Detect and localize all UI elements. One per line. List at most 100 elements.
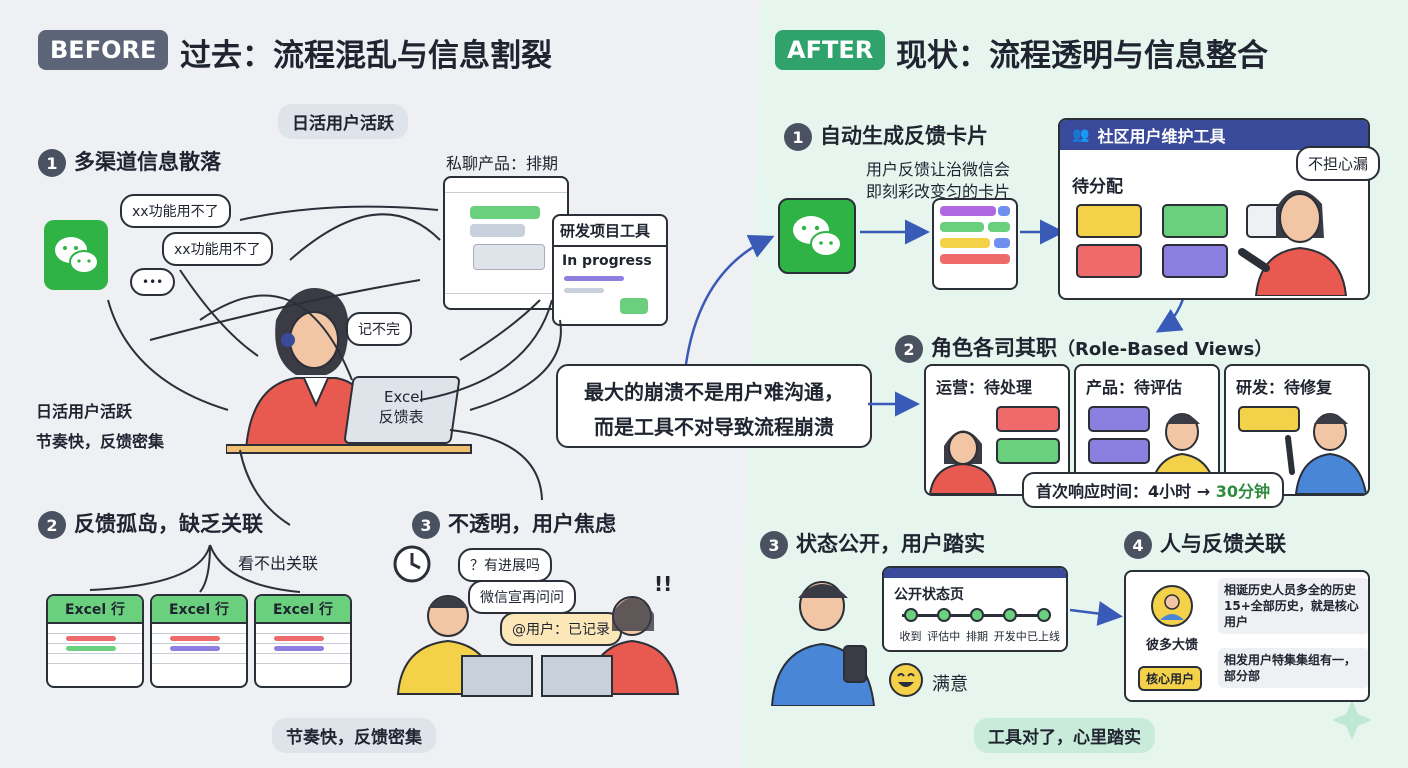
clock-icon [393, 545, 431, 583]
status-step: 排期 [961, 608, 994, 644]
before-section-3: 3 不透明，用户焦虑 [412, 508, 616, 539]
pending-label: 待分配 [1072, 177, 1123, 197]
no-relation-label: 看不出关联 [238, 554, 319, 573]
status-step-label: 已上线 [1027, 630, 1060, 643]
bottom-pill: 节奏快，反馈密集 [272, 718, 436, 753]
status-step: 开发中 [994, 608, 1027, 644]
excel-sheet: Excel 行 [254, 594, 352, 688]
dev-project-tool: 研发项目工具 In progress [552, 214, 668, 326]
dev-tool-status: In progress [562, 253, 652, 269]
feature-desc: 用户反馈让治微信会 [866, 160, 1011, 179]
after-section-1: 1 自动生成反馈卡片 [784, 120, 988, 151]
confident-agent-illustration [1238, 189, 1348, 296]
chat-window [443, 176, 569, 310]
group-info: 相发用户特集集组有一，部分部 [1218, 648, 1368, 688]
left-label: 日活用户活跃 [36, 402, 133, 421]
status-step-label: 收到 [899, 630, 922, 643]
after-section-2: 2 角色各司其职（Role-Based Views） [895, 332, 1272, 363]
key-message-box: 最大的崩溃不是用户难沟通， 而是工具不对导致流程崩溃 [556, 364, 872, 448]
status-step-label: 排期 [966, 630, 988, 643]
status-step: 评估中 [927, 608, 960, 644]
excel-sheet: Excel 行 [46, 594, 144, 688]
top-pill: 日活用户活跃 [278, 104, 408, 139]
status-steps: 收到 评估中 排期 开发中 已上线 [894, 608, 1060, 644]
role-title: 运营：待处理 [936, 378, 1033, 397]
section-title: 自动生成反馈卡片 [820, 124, 988, 148]
wechat-icon [778, 198, 856, 274]
excel-header: Excel 行 [152, 596, 246, 624]
user-name: 彼多大馈 [1145, 638, 1198, 653]
section-title: 多渠道信息散落 [74, 150, 221, 174]
after-title: 现状：流程透明与信息整合 [896, 38, 1268, 74]
history-info: 相诞历史人员多全的历史 15+全部历史，就是核心用户 [1218, 578, 1368, 634]
complaint-bubble: xx功能用不了 [120, 194, 231, 228]
status-step: 收到 [894, 608, 927, 644]
excel-header: Excel 行 [48, 596, 142, 624]
section-title: 不透明，用户焦虑 [448, 512, 616, 536]
step-number: 3 [760, 531, 788, 559]
key-message-line: 而是工具不对导致流程崩溃 [594, 415, 834, 439]
step-number: 4 [1124, 531, 1152, 559]
tool-title: 社区用户维护工具 [1097, 127, 1226, 146]
section-title: 人与反馈关联 [1160, 532, 1286, 556]
users-icon: 👥 [1072, 127, 1090, 143]
dots-bubble: ••• [130, 268, 176, 296]
before-section-1: 1 多渠道信息散落 [38, 146, 221, 177]
step-number: 2 [38, 511, 66, 539]
status-step-label: 开发中 [993, 630, 1027, 643]
question-bubble: ？有进展吗 [458, 548, 552, 582]
excel-sheet: Excel 行 [150, 594, 248, 688]
smile-icon [889, 663, 923, 697]
after-badge: AFTER [775, 30, 886, 70]
step-number: 1 [38, 149, 66, 177]
user-profile-card: 彼多大馈 核心用户 相诞历史人员多全的历史 15+全部历史，就是核心用户 相发用… [1124, 570, 1370, 702]
thought-bubble: 记不完 [346, 312, 412, 346]
before-title: 过去：流程混乱与信息割裂 [180, 38, 552, 74]
sparkle-icon [1332, 700, 1372, 740]
response-label: 首次响应时间：4小时 → [1036, 482, 1211, 501]
section-title: 角色各司其职 [931, 336, 1057, 360]
after-section-4: 4 人与反馈关联 [1124, 528, 1286, 559]
chaos-arrows [89, 205, 562, 593]
core-user-tag: 核心用户 [1138, 666, 1203, 691]
step-number: 3 [412, 511, 440, 539]
feature-desc: 即刻彩改变匀的卡片 [866, 182, 1011, 201]
ops-person [928, 430, 998, 494]
before-badge: BEFORE [38, 30, 169, 70]
dev-person [1285, 413, 1368, 494]
status-step-label: 评估中 [927, 630, 961, 643]
happy-user-illustration [770, 581, 876, 706]
avatar [1151, 585, 1193, 627]
section-title: 状态公开，用户踏实 [796, 532, 985, 556]
role-title: 产品：待评估 [1086, 378, 1183, 397]
wechat-icon [44, 220, 108, 290]
status-step: 已上线 [1027, 608, 1060, 644]
step-number: 2 [895, 335, 923, 363]
after-section-3: 3 状态公开，用户踏实 [760, 528, 985, 559]
step-number: 1 [784, 123, 812, 151]
complaint-bubble: xx功能用不了 [162, 232, 273, 266]
dev-tool-title: 研发项目工具 [554, 216, 666, 247]
tool-header: 👥 社区用户维护工具 [1060, 120, 1368, 150]
bottom-pill: 工具对了，心里踏实 [974, 718, 1155, 753]
role-view-ops: 运营：待处理 [924, 364, 1070, 496]
satisfied-label: 满意 [932, 674, 968, 695]
reply-bubble: @用户：已记录 [500, 612, 622, 646]
no-worry-bubble: 不担心漏 [1296, 146, 1381, 181]
private-chat-label: 私聊产品：排期 [446, 154, 559, 173]
before-section-2: 2 反馈孤岛，缺乏关联 [38, 508, 263, 539]
public-status-page: 公开状态页 收到 评估中 排期 开发中 已上线 [882, 566, 1068, 652]
exclaim-mark: !! [654, 572, 673, 596]
left-label: 节奏快，反馈密集 [36, 432, 165, 451]
section-subtitle: （Role-Based Views） [1057, 339, 1273, 360]
key-message-line: 最大的崩溃不是用户难沟通， [584, 380, 844, 404]
anxious-users-illustration [396, 595, 680, 697]
response-value: 30分钟 [1215, 482, 1270, 501]
stressed-agent-illustration [226, 288, 472, 454]
feedback-card [932, 198, 1018, 290]
status-page-title: 公开状态页 [894, 587, 964, 603]
role-title: 研发：待修复 [1236, 378, 1333, 397]
excel-header: Excel 行 [256, 596, 350, 624]
section-title: 反馈孤岛，缺乏关联 [74, 512, 263, 536]
